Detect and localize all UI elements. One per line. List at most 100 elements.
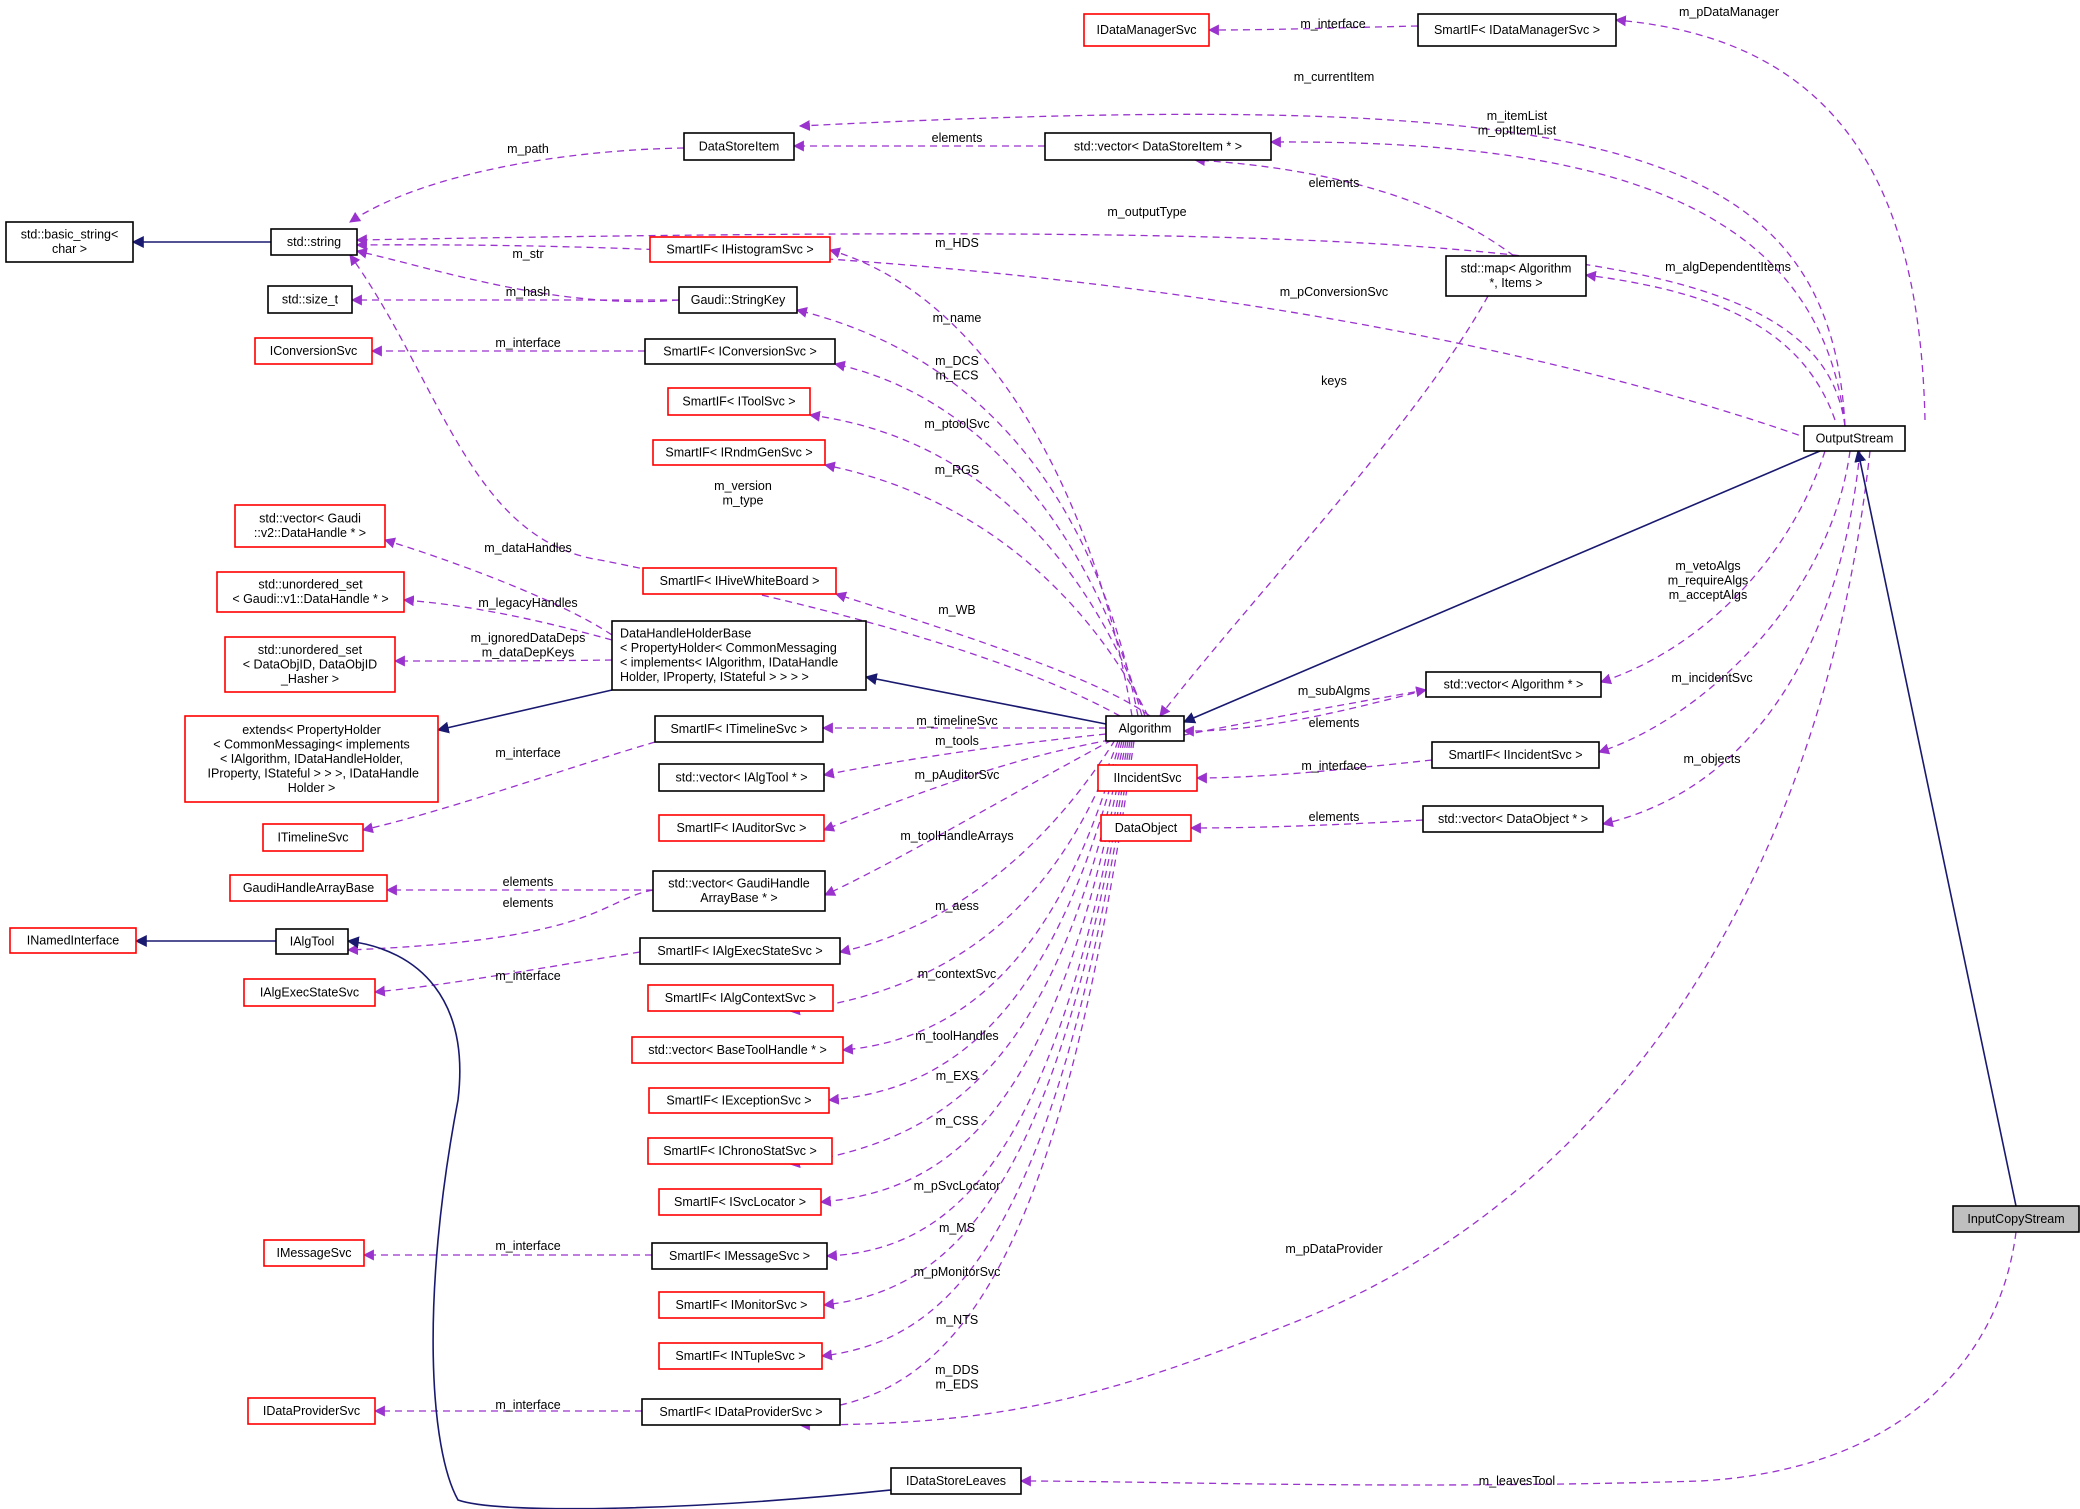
node-inamedinterface[interactable]: INamedInterface (9, 927, 137, 954)
usage-edge (824, 739, 1113, 896)
node-unordered-set-v1-datahandle[interactable]: std::unordered_set< Gaudi::v1::DataHandl… (216, 571, 405, 613)
edge-label-m-path: m_path (507, 142, 549, 156)
node-box (243, 978, 376, 1007)
node-label: DataStoreItem (699, 139, 780, 153)
node-label: std::basic_string<char > (21, 228, 119, 257)
node-smartif-imonitorsvc[interactable]: SmartIF< IMonitorSvc > (658, 1291, 825, 1319)
node-box (184, 715, 439, 803)
usage-edge (1182, 689, 1427, 737)
node-label: SmartIF< ITimelineSvc > (670, 722, 807, 736)
node-outputstream[interactable]: OutputStream (1803, 425, 1906, 452)
node-box (647, 984, 834, 1012)
node-label: std::vector< Algorithm * > (1444, 677, 1584, 691)
edge-label-elements-tool: elements (503, 896, 554, 910)
node-label: SmartIF< IAlgContextSvc > (665, 991, 816, 1005)
node-label: SmartIF< IRndmGenSvc > (665, 445, 812, 459)
node-smartif-itoolsvc[interactable]: SmartIF< IToolSvc > (667, 387, 811, 416)
node-smartif-idatamanagersvc[interactable]: SmartIF< IDataManagerSvc > (1417, 13, 1617, 47)
node-iconversionsvc[interactable]: IConversionSvc (254, 337, 373, 365)
node-idataprovidersvc[interactable]: IDataProviderSvc (247, 1397, 376, 1425)
node-vector-v2-datahandle[interactable]: std::vector< Gaudi::v2::DataHandle * > (234, 504, 386, 548)
node-smartif-intuplesvc[interactable]: SmartIF< INTupleSvc > (658, 1342, 823, 1370)
usage-edge (402, 595, 613, 641)
node-box (648, 1087, 830, 1114)
node-size-t[interactable]: std::size_t (267, 285, 353, 314)
usage-edge (1584, 270, 1836, 421)
node-box (611, 620, 867, 691)
node-smartif-itimelinesvc[interactable]: SmartIF< ITimelineSvc > (654, 715, 824, 743)
usage-edge (798, 450, 1871, 1431)
usage-edge (834, 591, 1151, 717)
usage-edge (822, 733, 1107, 779)
node-vector-dataobject[interactable]: std::vector< DataObject * > (1422, 805, 1604, 833)
node-box (642, 567, 837, 595)
node-basic-string[interactable]: std::basic_string<char > (5, 221, 134, 263)
node-smartif-iexceptionsvc[interactable]: SmartIF< IExceptionSvc > (648, 1087, 830, 1114)
node-map-algorithm-items[interactable]: std::map< Algorithm*, Items > (1445, 255, 1587, 297)
edge-label-m-currentitem: m_currentItem (1294, 70, 1375, 84)
node-vector-ialgtool[interactable]: std::vector< IAlgTool * > (658, 763, 825, 792)
node-label: SmartIF< IExceptionSvc > (666, 1093, 811, 1107)
node-vector-datastoreitem[interactable]: std::vector< DataStoreItem * > (1044, 132, 1272, 161)
node-label: extends< PropertyHolder< CommonMessaging… (204, 723, 419, 795)
node-smartif-iincidentsvc[interactable]: SmartIF< IIncidentSvc > (1431, 741, 1600, 769)
node-box (1417, 13, 1617, 47)
node-smartif-ialgexecstatesvc[interactable]: SmartIF< IAlgExecStateSvc > (639, 937, 841, 965)
node-vector-algorithm[interactable]: std::vector< Algorithm * > (1425, 671, 1602, 698)
node-iincidentsvc[interactable]: IIncidentSvc (1097, 764, 1198, 792)
node-ialgtool[interactable]: IAlgTool (275, 928, 349, 955)
usage-edge (346, 889, 654, 956)
usage-edge (1614, 15, 1926, 421)
node-label: InputCopyStream (1967, 1212, 2064, 1226)
node-smartif-iconversionsvc[interactable]: SmartIF< IConversionSvc > (644, 338, 836, 365)
node-label: SmartIF< IDataManagerSvc > (1434, 23, 1600, 37)
node-unordered-set-dataobjid[interactable]: std::unordered_set< DataObjID, DataObjID… (224, 636, 396, 693)
node-smartif-iauditorsvc[interactable]: SmartIF< IAuditorSvc > (658, 814, 825, 842)
edge-label-m-incidentsvc: m_incidentSvc (1671, 671, 1752, 685)
node-smartif-ialgcontextsvc[interactable]: SmartIF< IAlgContextSvc > (647, 984, 834, 1012)
usage-edge (1601, 450, 1861, 828)
node-idatamanagersvc[interactable]: IDataManagerSvc (1083, 13, 1210, 47)
node-box (649, 236, 831, 263)
node-vector-basetoolhandle[interactable]: std::vector< BaseToolHandle * > (631, 1036, 844, 1064)
node-idatastoreleaves[interactable]: IDataStoreLeaves (890, 1467, 1022, 1495)
node-label: IDataManagerSvc (1096, 23, 1196, 37)
node-label: IConversionSvc (270, 344, 358, 358)
node-datastoreitem[interactable]: DataStoreItem (683, 132, 795, 161)
node-itimelinesvc[interactable]: ITimelineSvc (262, 823, 364, 852)
node-ialgexecstatesvc[interactable]: IAlgExecStateSvc (243, 978, 376, 1007)
edge-label-m-aess: m_aess (935, 899, 979, 913)
node-label: GaudiHandleArrayBase (243, 881, 374, 895)
edge-label-m-pmonitorsvc: m_pMonitorSvc (914, 1265, 1001, 1279)
node-box (1803, 425, 1906, 452)
node-dataobject[interactable]: DataObject (1100, 814, 1192, 842)
edge-label-m-interface-msg: m_interface (495, 1239, 560, 1253)
node-smartif-imessagesvc[interactable]: SmartIF< IMessageSvc > (651, 1242, 828, 1270)
node-smartif-idataprovidersvc[interactable]: SmartIF< IDataProviderSvc > (641, 1398, 841, 1426)
edge-label-m-interface-inc: m_interface (1301, 759, 1366, 773)
node-extends-propertyholder[interactable]: extends< PropertyHolder< CommonMessaging… (184, 715, 439, 803)
node-smartif-isvclocator[interactable]: SmartIF< ISvcLocator > (658, 1188, 822, 1216)
node-imessagesvc[interactable]: IMessageSvc (263, 1239, 365, 1267)
node-std-string[interactable]: std::string (270, 228, 358, 256)
node-stringkey[interactable]: Gaudi::StringKey (678, 286, 798, 314)
node-algorithm[interactable]: Algorithm (1105, 715, 1185, 742)
node-label: std::size_t (282, 292, 339, 306)
edge-label-m-ptoolsvc: m_ptoolSvc (924, 417, 989, 431)
edge-label-m-contextsvc: m_contextSvc (918, 967, 997, 981)
edge-label-elements-gha: elements (503, 875, 554, 889)
node-label: IIncidentSvc (1113, 771, 1181, 785)
node-label: IAlgExecStateSvc (260, 985, 359, 999)
node-gaudihandlearraybase[interactable]: GaudiHandleArrayBase (229, 874, 388, 902)
node-smartif-irndmgensvc[interactable]: SmartIF< IRndmGenSvc > (652, 439, 826, 466)
node-smartif-ihistogramsvc[interactable]: SmartIF< IHistogramSvc > (649, 236, 831, 263)
node-smartif-ihivewhiteboard[interactable]: SmartIF< IHiveWhiteBoard > (642, 567, 837, 595)
node-label: DataObject (1115, 821, 1178, 835)
node-smartif-ichronostatsvc[interactable]: SmartIF< IChronoStatSvc > (647, 1137, 833, 1165)
node-datahandleholderbase[interactable]: DataHandleHolderBase< PropertyHolder< Co… (611, 620, 867, 691)
edge-label-m-outputtype: m_outputType (1107, 205, 1186, 219)
